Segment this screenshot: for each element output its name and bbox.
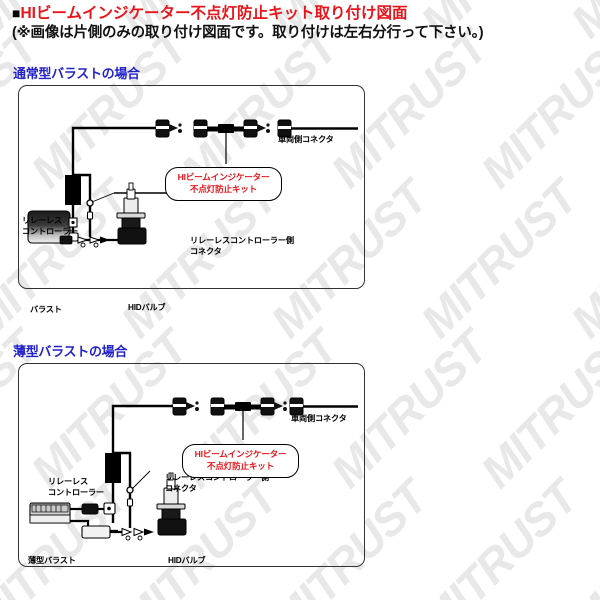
label-vehicle-connector-1: 車両側コネクタ	[278, 135, 334, 144]
diagram-frame-normal-ballast	[18, 85, 365, 289]
page-title: ■HIビームインジケーター不点灯防止キット取り付け図面	[12, 4, 483, 23]
label-relayless-controller-1: リレーレス コントローラー	[22, 216, 78, 236]
callout-line2-2: 不点灯防止キット	[206, 460, 275, 471]
section-heading-normal-ballast: 通常型バラストの場合	[13, 66, 140, 81]
watermark-text: MITRUST	[560, 171, 600, 348]
page-header: ■HIビームインジケーター不点灯防止キット取り付け図面 (※画像は片側のみの取り…	[12, 4, 484, 43]
label-hid-bulb-1: HIDバルブ	[128, 303, 166, 312]
watermark-text: MITRUST	[410, 171, 588, 348]
label-vehicle-connector-2: 車両側コネクタ	[291, 414, 347, 423]
diagram-normal-ballast	[18, 85, 363, 287]
bullet-square-icon: ■	[12, 5, 21, 21]
watermark-text: MITRUST	[470, 21, 600, 198]
watermark-text: MITRUST	[410, 471, 588, 600]
callout-kit-2: HIビームインジケーター 不点灯防止キット	[182, 444, 299, 478]
page-title-text: HIビームインジケーター不点灯防止キット取り付け図面	[20, 5, 408, 22]
callout-line1-2: HIビームインジケーター	[194, 449, 287, 459]
watermark-text: MITRUST	[470, 321, 600, 498]
watermark-text: MITRUST	[560, 0, 600, 48]
callout-line1-1: HIビームインジケーター	[177, 172, 270, 182]
callout-kit-1: HIビームインジケーター 不点灯防止キット	[165, 167, 282, 201]
diagram-frame-thin-ballast	[18, 363, 365, 567]
label-hid-bulb-2: HIDバルブ	[168, 556, 206, 565]
callout-line2-1: 不点灯防止キット	[189, 183, 258, 194]
diagram-thin-ballast	[18, 363, 363, 565]
watermark-text: MITRUST	[560, 471, 600, 600]
label-relayless-controller-2: リレーレス コントローラー	[48, 477, 104, 497]
label-ballast-1: バラスト	[30, 305, 62, 314]
section-heading-thin-ballast: 薄型バラストの場合	[13, 344, 128, 359]
page-subtitle: (※画像は片側のみの取り付け図面です。取り付けは左右分行って下さい。)	[12, 25, 484, 41]
label-ballast-2: 薄型バラスト	[28, 556, 76, 565]
label-relayless-connector-1: リレーレスコントローラー側 コネクタ	[190, 236, 294, 256]
